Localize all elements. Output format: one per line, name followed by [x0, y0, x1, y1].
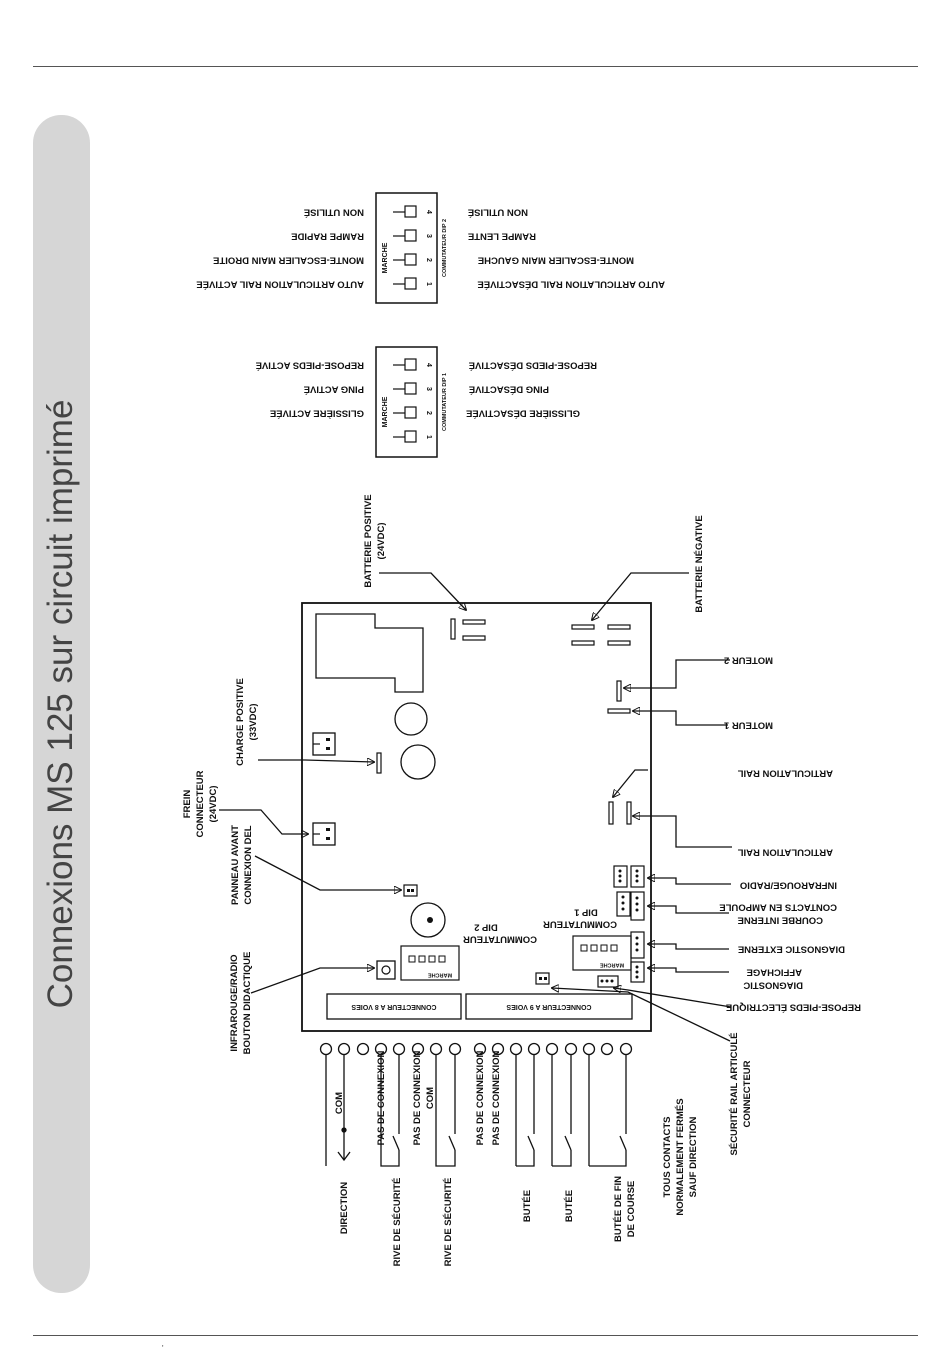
onboard-dip1-marche: MARCHE — [600, 962, 624, 968]
label-butee-1: BUTÉE — [522, 1190, 533, 1222]
onboard-dip1-label-1: COMMUTATEUR — [543, 918, 617, 929]
dip1-number-3: 3 — [425, 387, 432, 391]
sidebar — [33, 115, 90, 1293]
dip1-right-label-3: REPOSE-PIEDS DÉSACTIVÉ — [469, 359, 597, 370]
dip1-left-label-3: REPOSE-PIEDS ACTIVÉ — [256, 359, 364, 370]
dip1-left-label-1: GLISSIÈRE ACTIVÉE — [270, 407, 364, 418]
label-tous-contacts-1: TOUS CONTACTS — [662, 1117, 673, 1198]
label-frein-3: (24VDC) — [208, 786, 219, 823]
label-direction: DIRECTION — [339, 1182, 350, 1234]
label-contacts-ampoule: CONTACTS EN AMPOULE — [719, 901, 837, 912]
dip2-left-label-4: NON UTILISÉ — [304, 206, 364, 217]
label-infrarouge-bouton-1: INFRAROUGE/RADIO — [229, 954, 240, 1051]
label-securite-rail-2: CONNECTEUR — [742, 1060, 753, 1127]
label-battery-positive-1: BATTERIE POSITIVE — [363, 494, 374, 587]
dip2-number-1: 1 — [425, 282, 432, 286]
dip2-number-2: 2 — [425, 258, 432, 262]
label-diagnostic-externe: DIAGNOSTIC EXTERNE — [738, 943, 845, 954]
label-butee-2: BUTÉE — [564, 1190, 575, 1222]
label-infrarouge-bouton-2: BOUTON DIDACTIQUE — [242, 952, 253, 1055]
connector-9-label: CONNECTEUR A 9 VOIES — [506, 1003, 591, 1010]
label-rive-securite-1: RIVE DE SÉCURITÉ — [392, 1178, 403, 1267]
label-com: COM — [334, 1092, 345, 1114]
dip2-left-label-2: MONTE-ESCALIER MAIN DROITE — [213, 254, 364, 265]
dip1-number-4: 4 — [425, 363, 432, 367]
label-pas-de-connexion-4: PAS DE CONNEXION — [491, 1050, 502, 1145]
label-tous-contacts-2: NORMALEMENT FERMÉS — [675, 1098, 686, 1215]
label-butee-fin-2: DE COURSE — [626, 1181, 637, 1237]
dip2-number-3: 3 — [425, 234, 432, 238]
bottom-rule — [33, 1335, 918, 1336]
onboard-dip2-label-2: DIP 2 — [474, 921, 498, 932]
dip2-left-label-3: RAMPE RAPIDE — [291, 230, 364, 241]
label-butee-fin-1: BUTÉE DE FIN — [613, 1176, 624, 1242]
dip1-right-label-2: PING DÉSACTIVÉ — [469, 383, 549, 394]
dip-switch-1-diagram: MARCHE COMMUTATEUR DIP 1 4 3 2 1 — [375, 346, 448, 458]
dip1-left-label-2: PING ACTIVÉ — [304, 383, 364, 394]
circuit-board — [301, 602, 652, 1032]
label-courbe-interne: COURBE INTERNE — [737, 914, 823, 925]
dip2-left-label-1: AUTO ARTICULATION RAIL ACTIVÉE — [196, 278, 364, 289]
label-articulation-rail-1: ARTICULATION RAIL — [737, 767, 833, 778]
dip1-right-label-1: GLISSIÈRE DÉSACTIVÉE — [466, 407, 580, 418]
leader-lines — [219, 572, 732, 1042]
top-rule — [33, 66, 918, 67]
dip-switch-2-diagram: MARCHE COMMUTATEUR DIP 2 4 3 2 1 — [375, 192, 448, 304]
dip2-marche-label: MARCHE — [382, 242, 389, 273]
onboard-dip2-marche: MARCHE — [428, 972, 452, 978]
label-frein-1: FREIN — [182, 790, 193, 819]
label-battery-negative: BATTERIE NÉGATIVE — [694, 515, 705, 612]
label-moteur-1: MOTEUR 1 — [723, 719, 773, 730]
dip1-number-2: 2 — [425, 411, 432, 415]
label-pas-de-connexion-2: PAS DE CONNEXION — [412, 1050, 423, 1145]
label-securite-rail-1: SÉCURITÉ RAIL ARTICULÉ — [729, 1033, 740, 1156]
label-charge-positive-1: CHARGE POSITIVE — [235, 678, 246, 766]
label-affichage: AFFICHAGE — [747, 966, 802, 977]
dip2-commutateur-label: COMMUTATEUR DIP 2 — [442, 219, 448, 277]
dip1-number-1: 1 — [425, 435, 432, 439]
wires — [325, 1055, 627, 1167]
label-articulation-rail-2: ARTICULATION RAIL — [737, 846, 833, 857]
label-rive-securite-2: RIVE DE SÉCURITÉ — [443, 1178, 454, 1267]
label-diagnostic: DIAGNOSTIC — [743, 979, 803, 990]
footer-mark: ' — [162, 1344, 164, 1353]
label-pas-de-connexion-2-com: COM — [425, 1087, 436, 1109]
dip1-marche-label: MARCHE — [382, 396, 389, 427]
dip2-right-label-2: MONTE-ESCALIER MAIN GAUCHE — [478, 254, 634, 265]
label-panneau-avant-2: CONNEXION DEL — [243, 825, 254, 904]
label-panneau-avant-1: PANNEAU AVANT — [230, 825, 241, 905]
label-frein-2: CONNECTEUR — [195, 770, 206, 837]
dip1-commutateur-label: COMMUTATEUR DIP 1 — [442, 373, 448, 431]
terminal-row-1 — [319, 1042, 462, 1056]
onboard-dip1-label-2: DIP 1 — [573, 906, 597, 917]
label-charge-positive-2: (33VDC) — [248, 704, 259, 741]
dip2-number-4: 4 — [425, 210, 432, 214]
label-pas-de-connexion-3: PAS DE CONNEXION — [475, 1050, 486, 1145]
dip2-right-label-3: RAMPE LENTE — [468, 230, 536, 241]
dip2-right-label-1: AUTO ARTICULATION RAIL DÉSACTIVÉE — [477, 278, 665, 289]
onboard-dip2-label-1: COMMUTATEUR — [463, 933, 537, 944]
label-infrarouge-radio: INFRAROUGE/RADIO — [740, 879, 837, 890]
label-pas-de-connexion-1: PAS DE CONNEXION — [376, 1050, 387, 1145]
label-battery-positive-2: (24VDC) — [376, 523, 387, 560]
label-moteur-2: MOTEUR 2 — [724, 654, 773, 665]
terminal-row-2 — [473, 1042, 633, 1056]
dip2-right-label-4: NON UTILISÉ — [468, 206, 528, 217]
label-tous-contacts-3: SAUF DIRECTION — [688, 1116, 699, 1197]
label-repose-pieds-electrique: REPOSE-PIEDS ÉLECTRIQUE — [726, 1001, 861, 1012]
connector-8-label: CONNECTEUR A 8 VOIES — [351, 1003, 436, 1010]
